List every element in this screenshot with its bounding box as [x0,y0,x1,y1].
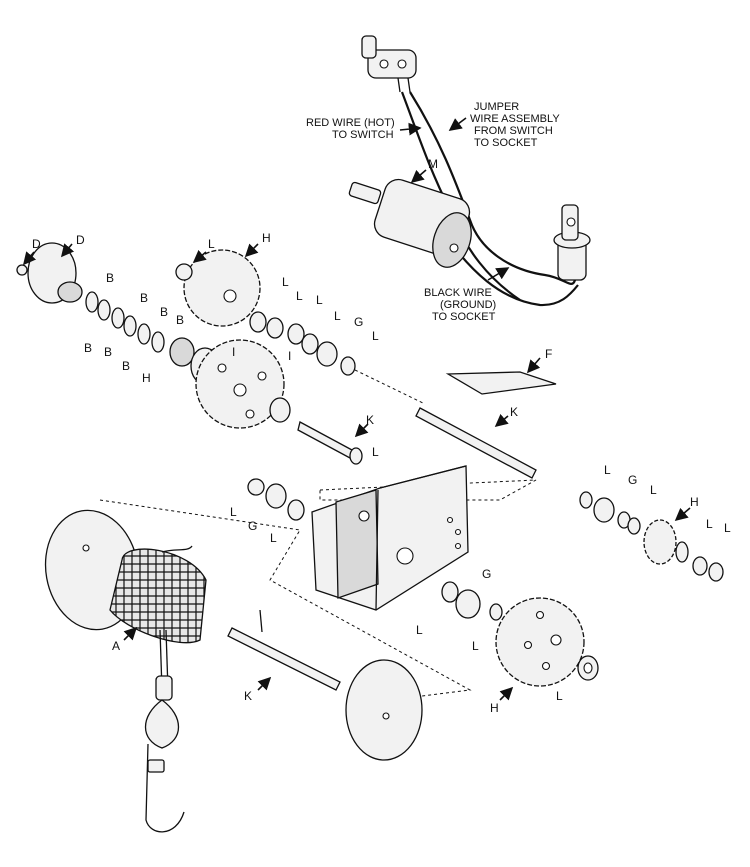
black-wire-note-line3: TO SOCKET [432,311,496,323]
arrow-k-upper [354,423,369,438]
label-k-right: K [510,405,518,419]
arrow-black-wire [487,267,510,281]
black-wire-note: BLACK WIRE (GROUND) TO SOCKET [424,287,496,323]
label-l-lower-1: L [416,623,423,637]
gear-h-bottom [495,597,585,687]
label-l-2: L [296,289,303,303]
label-b1: B [106,271,114,285]
black-wire-note-line2: (GROUND) [440,299,496,311]
washers-l-right [175,263,356,423]
label-l-top: L [208,237,215,251]
socket [553,204,591,281]
label-l-r3: L [706,517,713,531]
label-b3: B [160,305,168,319]
label-l-5: L [372,329,379,343]
black-wire-note-line1: BLACK WIRE [424,287,492,299]
label-k-upper: K [366,413,374,427]
arrow-m [410,169,427,184]
label-l-lower-2: L [472,639,479,653]
pinion-h-right [643,519,724,582]
label-g-r: G [628,473,637,487]
label-d-large: D [76,233,85,247]
red-wire-note: RED WIRE (HOT) TO SWITCH [306,117,395,141]
black-wire [444,234,579,307]
label-g-top: G [354,315,363,329]
label-b5: B [84,341,92,355]
nut-l-bottom [577,655,599,681]
label-a: A [112,639,120,653]
arrow-k-lower [257,676,272,691]
shaft-k-upper-left [297,421,363,465]
arrow-red-wire [399,122,422,136]
arrow-jumper [448,117,467,131]
label-l-frame-2: L [270,531,277,545]
label-b4: B [176,313,184,327]
arrow-d-small [22,251,37,266]
label-b7: B [122,359,130,373]
frame [311,465,469,611]
shaft-k-upper-right [415,407,537,479]
label-k-lower: K [244,689,252,703]
arrow-h-right [674,507,691,522]
arrow-l-top [192,249,207,264]
red-wire-note-line2: TO SWITCH [332,129,394,141]
label-l-frame-1: L [230,505,237,519]
label-h-right: H [690,495,699,509]
drum-flange-right [345,659,423,761]
washer-stack-b [85,291,165,353]
washers-frame-right [441,581,503,621]
washers-frame-left [247,478,305,521]
gear-h-top [183,249,261,327]
label-b2: B [140,291,148,305]
cable-drum-a [109,545,207,644]
label-l-3: L [316,293,323,307]
label-l-bottom: L [556,689,563,703]
label-l-r2: L [650,483,657,497]
end-plate-d [16,242,83,304]
label-m: M [428,157,438,171]
label-h-bottom: H [490,701,499,715]
jumper-note-line3: FROM SWITCH [474,125,553,137]
label-i-right: I [288,349,291,363]
label-l-frame-top: L [372,445,379,459]
jumper-note-line2: WIRE ASSEMBLY [470,113,560,125]
arrow-h-top [244,243,259,258]
arrow-k-right [494,413,509,428]
label-l-r4: L [724,521,731,535]
label-l-1: L [282,275,289,289]
label-g-frame: G [248,519,257,533]
label-d-small: D [32,237,41,251]
gear-i [195,339,285,429]
label-l-4: L [334,309,341,323]
shaft-k-lower [227,609,341,691]
arrow-a [123,626,138,641]
switch [361,35,417,93]
drag-cover-f [445,371,557,395]
jumper-note-line4: TO SOCKET [474,137,538,149]
washers-right-stack [579,491,641,535]
label-i-left: I [232,345,235,359]
arrow-f [526,357,541,374]
label-h-top: H [262,231,271,245]
arrow-h-bottom [499,686,514,701]
label-h-pinion: H [142,371,151,385]
label-b6: B [104,345,112,359]
label-g-lower: G [482,567,491,581]
arrow-d-large [60,243,75,258]
jumper-wire-note: JUMPER WIRE ASSEMBLY FROM SWITCH TO SOCK… [470,101,560,149]
label-f: F [545,347,552,361]
label-l-r1: L [604,463,611,477]
red-wire-note-line1: RED WIRE (HOT) [306,117,395,129]
motor [348,178,472,268]
wire-rope-hook [145,629,185,833]
jumper-note-line1: JUMPER [474,101,519,113]
